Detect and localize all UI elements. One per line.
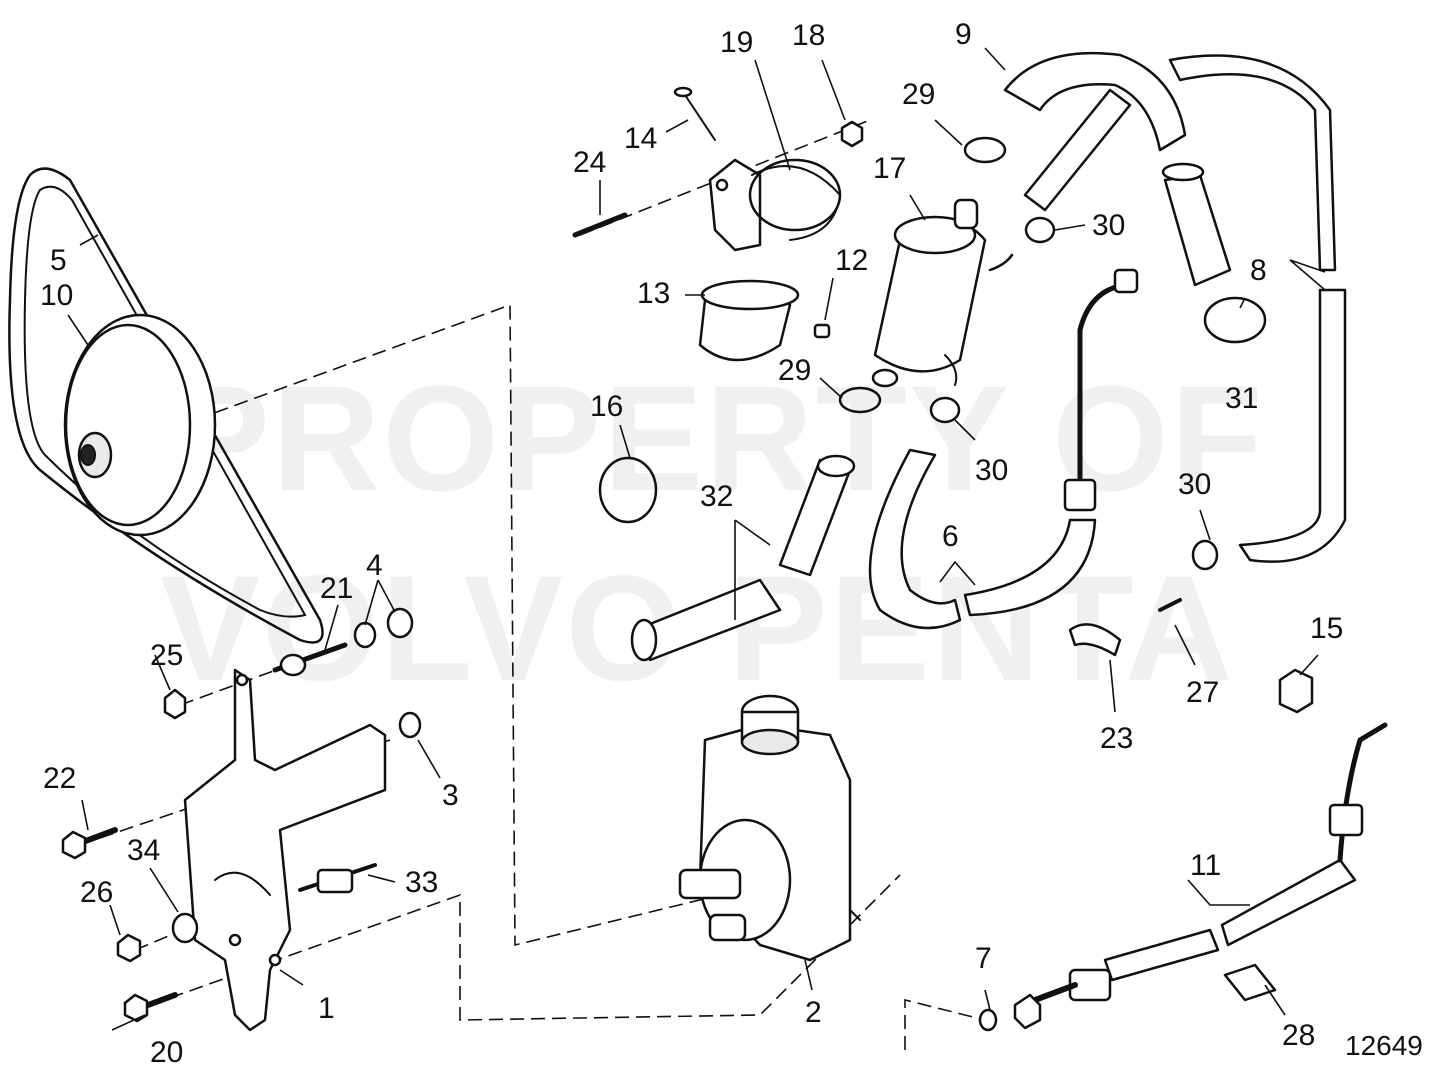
- callout-12: 12: [835, 244, 868, 277]
- small-fasteners-top: [572, 86, 864, 339]
- callout-16: 16: [590, 390, 623, 423]
- callout-30-right: 30: [1178, 468, 1211, 501]
- callouts: 1 2 3 4 5 6 7 8 9 10 11 12 13 14 15 16 1…: [40, 18, 1343, 1069]
- pulley-shaft-line: [194, 303, 721, 947]
- callout-28: 28: [1282, 1019, 1315, 1052]
- callout-4: 4: [366, 549, 383, 582]
- callout-30-middle: 30: [975, 454, 1008, 487]
- callout-14: 14: [624, 122, 657, 155]
- callout-29-lower: 29: [778, 354, 811, 387]
- callout-19: 19: [720, 26, 753, 59]
- callout-8: 8: [1250, 254, 1267, 287]
- callout-17: 17: [873, 152, 906, 185]
- leader-lines: [67, 47, 1326, 1031]
- callout-3: 3: [442, 779, 459, 812]
- callout-27: 27: [1186, 676, 1219, 709]
- callout-26: 26: [80, 876, 113, 909]
- fluid-reservoir: [871, 198, 1014, 388]
- callout-25: 25: [150, 639, 183, 672]
- callout-10: 10: [40, 279, 73, 312]
- hose-clamps: [598, 136, 1277, 1002]
- callout-9: 9: [955, 18, 972, 51]
- callout-13: 13: [637, 277, 670, 310]
- power-steering-pump: [678, 694, 861, 962]
- callout-1: 1: [318, 992, 335, 1025]
- callout-5: 5: [50, 244, 67, 277]
- callout-34: 34: [127, 834, 160, 867]
- mounting-bracket: [183, 668, 387, 1032]
- callout-24: 24: [573, 146, 606, 179]
- figure-number: 12649: [1345, 1030, 1423, 1061]
- callout-30-upper: 30: [1092, 209, 1125, 242]
- watermark: PROPERTY OF VOLVO PENTA: [160, 354, 1262, 712]
- callout-23: 23: [1100, 722, 1133, 755]
- callout-15: 15: [1310, 612, 1343, 645]
- callout-6: 6: [942, 520, 959, 553]
- callout-29-upper: 29: [902, 78, 935, 111]
- callout-2: 2: [805, 996, 822, 1029]
- callout-33: 33: [405, 866, 438, 899]
- hoses: [630, 51, 1388, 1030]
- insulator-sleeve: [698, 279, 800, 362]
- callout-32: 32: [700, 480, 733, 513]
- callout-31: 31: [1225, 382, 1258, 415]
- callout-11: 11: [1190, 849, 1221, 882]
- bracket-fasteners: [61, 598, 1314, 1032]
- bracket-stud-line: [179, 664, 291, 706]
- callout-18: 18: [792, 19, 825, 52]
- callout-7: 7: [975, 942, 992, 975]
- callout-20: 20: [150, 1036, 183, 1069]
- callout-21: 21: [320, 572, 353, 605]
- ring-7-line: [904, 998, 986, 1050]
- callout-22: 22: [43, 762, 76, 795]
- reservoir-clamp: [708, 158, 842, 252]
- pulley: [63, 313, 217, 537]
